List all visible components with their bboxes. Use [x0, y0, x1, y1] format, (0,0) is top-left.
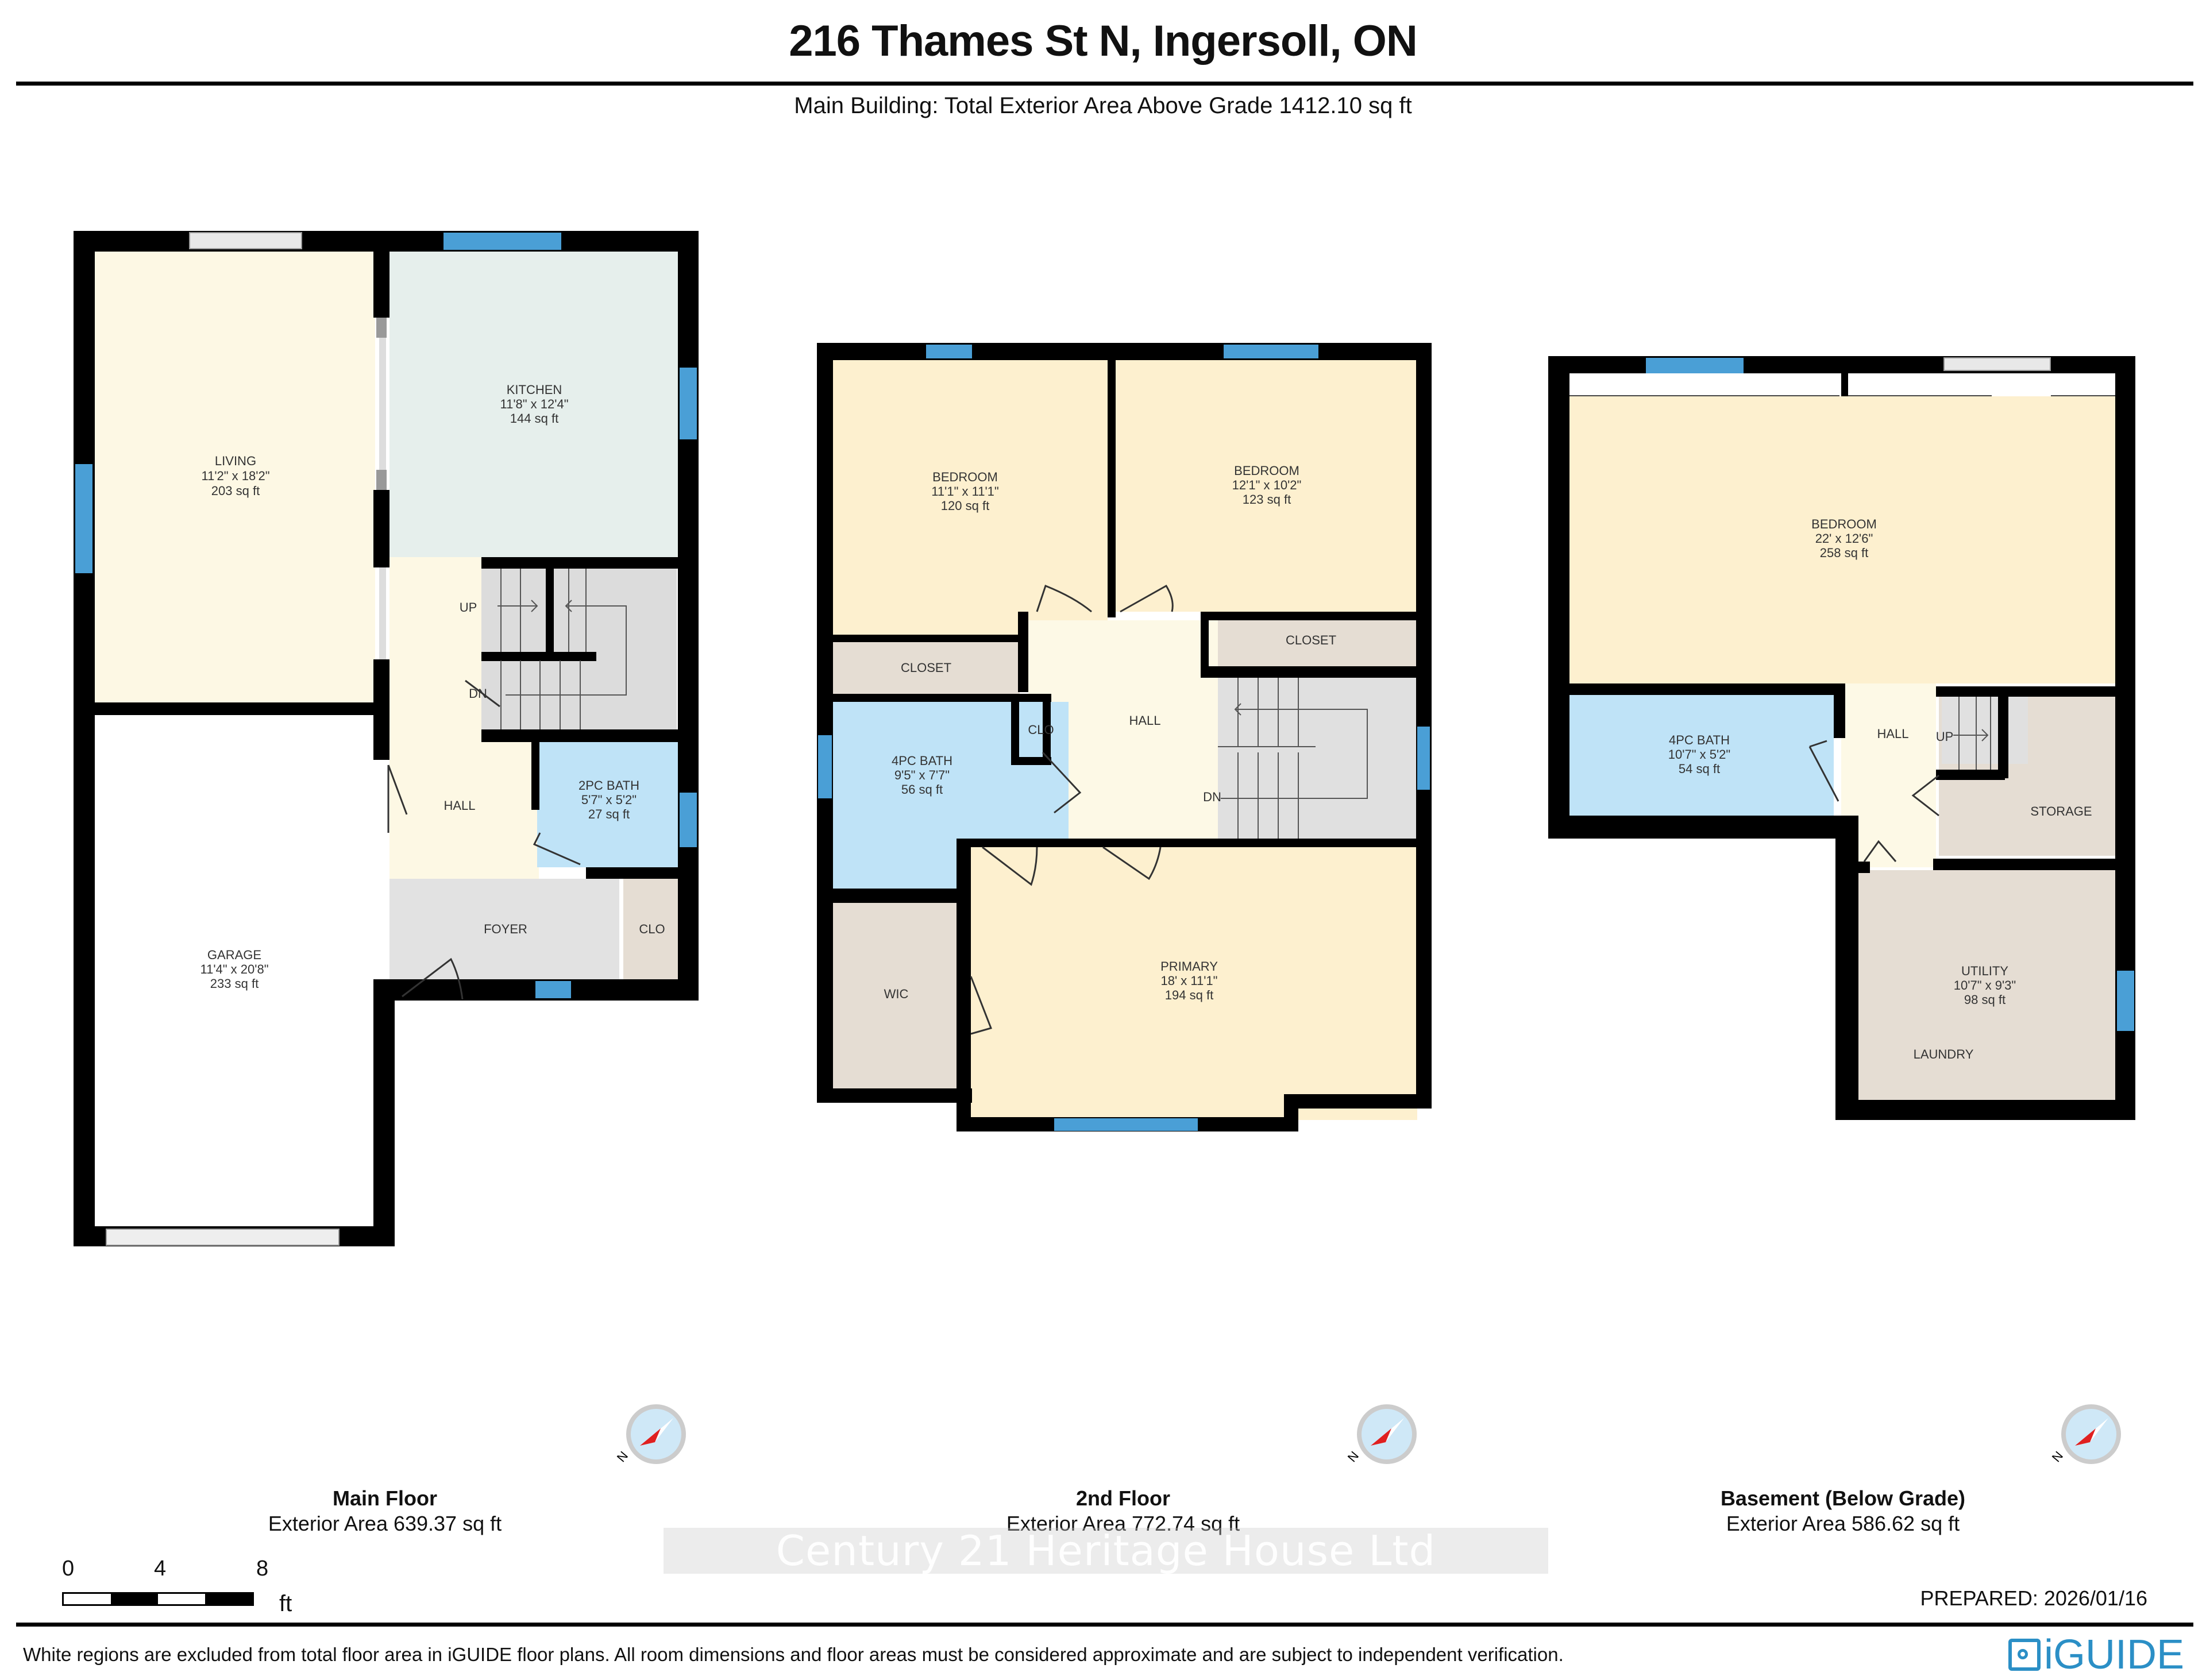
- room-clo-main: [623, 879, 678, 979]
- second-floor-area: Exterior Area 772.74 sq ft: [1006, 1512, 1240, 1535]
- compass-icon: N: [614, 1404, 686, 1465]
- svg-text:27 sq ft: 27 sq ft: [588, 807, 630, 821]
- svg-text:9'5" x 7'7": 9'5" x 7'7": [894, 768, 950, 782]
- svg-text:HALL: HALL: [1877, 727, 1908, 741]
- svg-text:CLOSET: CLOSET: [901, 661, 951, 675]
- svg-text:56 sq ft: 56 sq ft: [901, 782, 943, 797]
- room-bedroom-2a: [833, 359, 1108, 635]
- second-floor-title: 2nd Floor: [1076, 1486, 1170, 1510]
- svg-text:233 sq ft: 233 sq ft: [210, 976, 259, 991]
- compass-icon: N: [2049, 1404, 2121, 1465]
- svg-text:2PC BATH: 2PC BATH: [579, 778, 639, 793]
- prepared-date: PREPARED: 2026/01/16: [1920, 1586, 2147, 1610]
- svg-text:UP: UP: [1936, 729, 1954, 744]
- svg-text:144 sq ft: 144 sq ft: [510, 411, 558, 426]
- svg-text:4PC BATH: 4PC BATH: [1669, 733, 1730, 747]
- room-4pc-bath-basement: [1569, 695, 1834, 816]
- svg-text:DN: DN: [469, 686, 487, 701]
- svg-text:11'8" x 12'4": 11'8" x 12'4": [500, 397, 568, 411]
- basement-title: Basement (Below Grade): [1720, 1486, 1966, 1510]
- basement-area: Exterior Area 586.62 sq ft: [1726, 1512, 1960, 1535]
- svg-text:N: N: [2049, 1449, 2066, 1465]
- basement-plan: BEDROOM 22' x 12'6" 258 sq ft 4PC BATH 1…: [1548, 356, 2135, 1120]
- disclaimer-text: White regions are excluded from total fl…: [23, 1644, 1564, 1665]
- svg-text:LAUNDRY: LAUNDRY: [1914, 1047, 1974, 1061]
- room-garage: [95, 714, 375, 1226]
- svg-text:4PC BATH: 4PC BATH: [892, 754, 952, 768]
- room-2pc-bath: [537, 741, 678, 867]
- svg-text:LIVING: LIVING: [215, 454, 256, 468]
- stair-treads-main: [497, 569, 627, 729]
- svg-text:11'2" x 18'2": 11'2" x 18'2": [201, 469, 269, 483]
- svg-text:WIC: WIC: [884, 987, 909, 1001]
- room-utility: [1858, 870, 2115, 1100]
- svg-text:HALL: HALL: [1129, 713, 1160, 728]
- svg-text:BEDROOM: BEDROOM: [1811, 517, 1877, 531]
- svg-text:203 sq ft: 203 sq ft: [211, 484, 260, 498]
- brokerage-watermark: Century 21 Heritage House Ltd Brokerage: [664, 1528, 1548, 1620]
- svg-text:BEDROOM: BEDROOM: [1234, 464, 1299, 478]
- svg-text:UTILITY: UTILITY: [1961, 964, 2008, 978]
- total-area-subtitle: Main Building: Total Exterior Area Above…: [794, 93, 1412, 118]
- svg-text:18' x 11'1": 18' x 11'1": [1161, 974, 1218, 988]
- svg-text:120 sq ft: 120 sq ft: [941, 499, 989, 513]
- svg-text:KITCHEN: KITCHEN: [507, 383, 562, 397]
- footer-divider: [16, 1623, 2193, 1627]
- svg-text:54 sq ft: 54 sq ft: [1679, 762, 1720, 776]
- room-primary: [971, 847, 1417, 1120]
- second-floor-plan: BEDROOM 11'1" x 11'1" 120 sq ft BEDROOM …: [817, 343, 1432, 1131]
- svg-text:STORAGE: STORAGE: [2030, 804, 2092, 818]
- svg-text:N: N: [614, 1449, 631, 1465]
- room-living: [95, 252, 375, 702]
- svg-text:10'7" x 5'2": 10'7" x 5'2": [1668, 747, 1730, 762]
- svg-text:HALL: HALL: [443, 798, 475, 813]
- svg-text:CLO: CLO: [1028, 723, 1054, 737]
- svg-text:123 sq ft: 123 sq ft: [1243, 492, 1291, 507]
- svg-text:258 sq ft: 258 sq ft: [1820, 546, 1868, 560]
- svg-text:98 sq ft: 98 sq ft: [1964, 992, 2006, 1007]
- room-closet-2b: [1206, 615, 1417, 666]
- svg-text:BEDROOM: BEDROOM: [932, 470, 998, 484]
- stairs-2: [1218, 678, 1417, 839]
- room-closet-2a: [833, 642, 1020, 694]
- svg-text:CLOSET: CLOSET: [1286, 633, 1336, 647]
- compass-icon: N: [1345, 1404, 1417, 1465]
- page-title: 216 Thames St N, Ingersoll, ON: [789, 17, 1417, 65]
- svg-text:5'7" x 5'2": 5'7" x 5'2": [581, 793, 637, 807]
- svg-text:N: N: [1345, 1449, 1362, 1465]
- svg-text:PRIMARY: PRIMARY: [1160, 959, 1218, 974]
- header-divider: [16, 82, 2193, 86]
- svg-text:10'7" x 9'3": 10'7" x 9'3": [1954, 978, 2016, 992]
- svg-text:FOYER: FOYER: [484, 922, 527, 936]
- main-floor-area: Exterior Area 639.37 sq ft: [268, 1512, 502, 1535]
- svg-text:22' x 12'6": 22' x 12'6": [1815, 531, 1873, 546]
- svg-text:CLO: CLO: [639, 922, 665, 936]
- svg-text:11'1" x 11'1": 11'1" x 11'1": [931, 484, 998, 499]
- main-floor-title: Main Floor: [333, 1486, 437, 1510]
- svg-text:UP: UP: [460, 600, 477, 615]
- svg-text:194 sq ft: 194 sq ft: [1165, 988, 1213, 1002]
- room-bedroom-2b: [1116, 359, 1417, 612]
- svg-text:11'4" x 20'8": 11'4" x 20'8": [200, 962, 268, 976]
- main-floor-plan: LIVING 11'2" x 18'2" 203 sq ft KITCHEN 1…: [74, 231, 699, 1246]
- svg-text:DN: DN: [1203, 790, 1221, 804]
- svg-text:12'1" x 10'2": 12'1" x 10'2": [1232, 478, 1302, 492]
- room-bedroom-basement: [1569, 396, 2115, 683]
- svg-text:GARAGE: GARAGE: [207, 948, 261, 962]
- iguide-camera-icon: [2008, 1639, 2041, 1671]
- room-kitchen: [389, 252, 678, 557]
- room-wic: [833, 902, 957, 1088]
- iguide-logo: iGUIDE: [2008, 1631, 2184, 1678]
